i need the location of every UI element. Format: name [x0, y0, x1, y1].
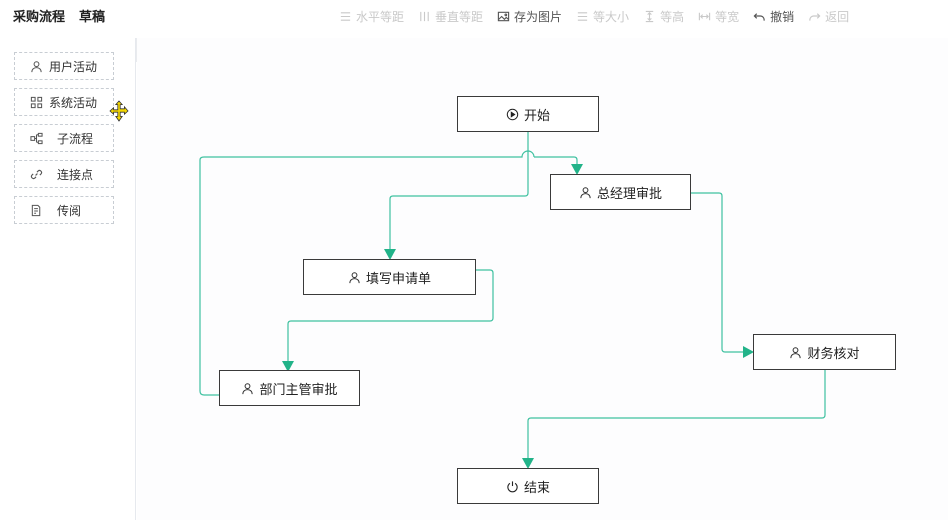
save-image-button[interactable]: 存为图片 [497, 8, 562, 25]
node-label: 填写申请单 [365, 271, 431, 287]
tool-label: 水平等距 [356, 9, 405, 24]
user-icon [242, 382, 254, 394]
align-vertical-button[interactable]: 垂直等距 [418, 8, 483, 25]
user-icon [31, 60, 42, 72]
document-icon [31, 204, 41, 216]
node-label: 部门主管审批 [259, 382, 338, 398]
toolbar: 水平等距 垂直等距 存为图片 等大小 等高 等宽 [339, 7, 849, 25]
same-height-icon [645, 10, 654, 22]
image-icon [497, 11, 510, 21]
user-icon [349, 271, 360, 283]
palette-item-system-activity[interactable]: 系统活动 [14, 88, 114, 116]
palette-item-user-activity[interactable]: 用户活动 [14, 52, 114, 80]
same-width-button[interactable]: 等宽 [698, 8, 739, 25]
tool-label: 等大小 [593, 9, 630, 24]
palette-item-subprocess[interactable]: 子流程 [14, 124, 114, 152]
header-bar: 采购流程 草稿 水平等距 垂直等距 存为图片 等大小 等高 [0, 0, 948, 32]
tool-label: 返回 [825, 9, 850, 24]
play-circle-icon [506, 108, 519, 120]
node-dept-approval[interactable]: 部门主管审批 [219, 370, 360, 406]
same-height-button[interactable]: 等高 [643, 8, 684, 25]
link-icon [30, 169, 43, 179]
node-start[interactable]: 开始 [457, 96, 599, 132]
tool-label: 存为图片 [514, 9, 563, 24]
tool-label: 垂直等距 [435, 9, 484, 24]
align-vertical-icon [420, 11, 429, 21]
palette-label: 子流程 [57, 131, 94, 146]
node-finance-check[interactable]: 财务核对 [753, 334, 896, 370]
palette-label: 传阅 [57, 203, 82, 218]
palette-label: 系统活动 [49, 95, 98, 110]
move-cursor-icon [109, 100, 129, 122]
undo-button[interactable]: 撤销 [753, 8, 794, 25]
palette-label: 用户活动 [49, 59, 98, 74]
node-gm-approval[interactable]: 总经理审批 [550, 174, 691, 210]
node-label: 财务核对 [807, 346, 860, 362]
same-size-icon [577, 11, 588, 21]
node-label: 结束 [523, 480, 550, 496]
node-label: 开始 [523, 108, 550, 124]
align-horizontal-button[interactable]: 水平等距 [339, 8, 404, 25]
page-title: 采购流程 [13, 10, 66, 25]
tool-label: 等宽 [715, 9, 740, 24]
same-width-icon [698, 12, 711, 20]
node-fill-request[interactable]: 填写申请单 [303, 259, 476, 295]
node-label: 总经理审批 [596, 186, 662, 202]
tool-label: 撤销 [770, 9, 795, 24]
redo-button[interactable]: 返回 [808, 8, 849, 25]
status-badge: 草稿 [79, 10, 106, 25]
user-icon [790, 346, 802, 358]
same-size-button[interactable]: 等大小 [576, 8, 629, 25]
node-end[interactable]: 结束 [457, 468, 599, 504]
user-icon [580, 186, 591, 198]
redo-icon [809, 12, 821, 21]
power-icon [507, 480, 518, 492]
palette-item-circulate[interactable]: 传阅 [14, 196, 114, 224]
undo-icon [753, 12, 765, 21]
subprocess-icon [30, 132, 43, 144]
palette-item-connector[interactable]: 连接点 [14, 160, 114, 188]
palette-label: 连接点 [57, 167, 94, 182]
grid-icon [30, 96, 43, 108]
tool-label: 等高 [660, 9, 685, 24]
align-horizontal-icon [340, 11, 351, 21]
component-palette [0, 38, 136, 520]
